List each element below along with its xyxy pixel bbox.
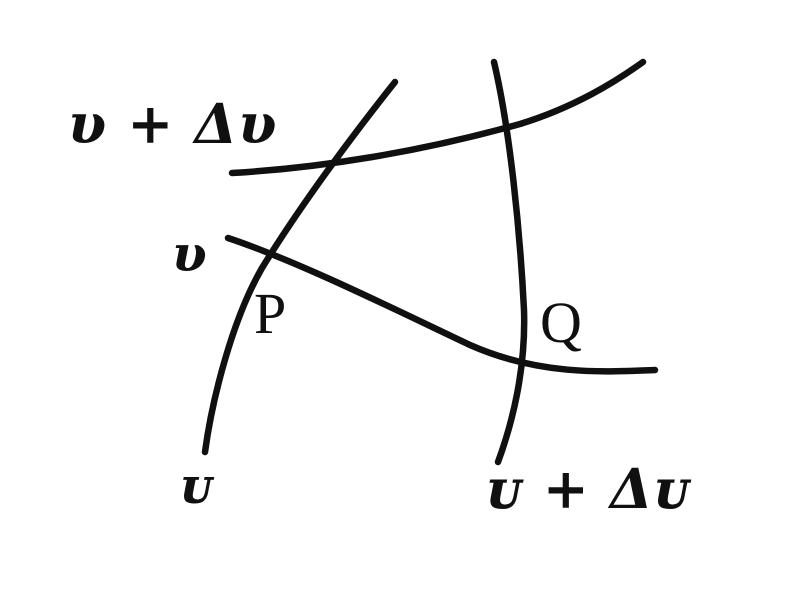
label-v: υ xyxy=(172,224,207,283)
label-v-plus-delta-v: υ + Δυ xyxy=(68,91,278,156)
label-u: ᴜ xyxy=(180,456,213,515)
point-label-p: P xyxy=(254,281,287,346)
label-u-plus-delta-u: ᴜ + Δᴜ xyxy=(486,456,691,521)
curve-u xyxy=(201,78,399,456)
curve-v-plus-dv xyxy=(228,58,647,177)
curve-v xyxy=(224,234,659,375)
curve-u-plus-du xyxy=(490,58,528,466)
point-label-q: Q xyxy=(540,290,582,355)
